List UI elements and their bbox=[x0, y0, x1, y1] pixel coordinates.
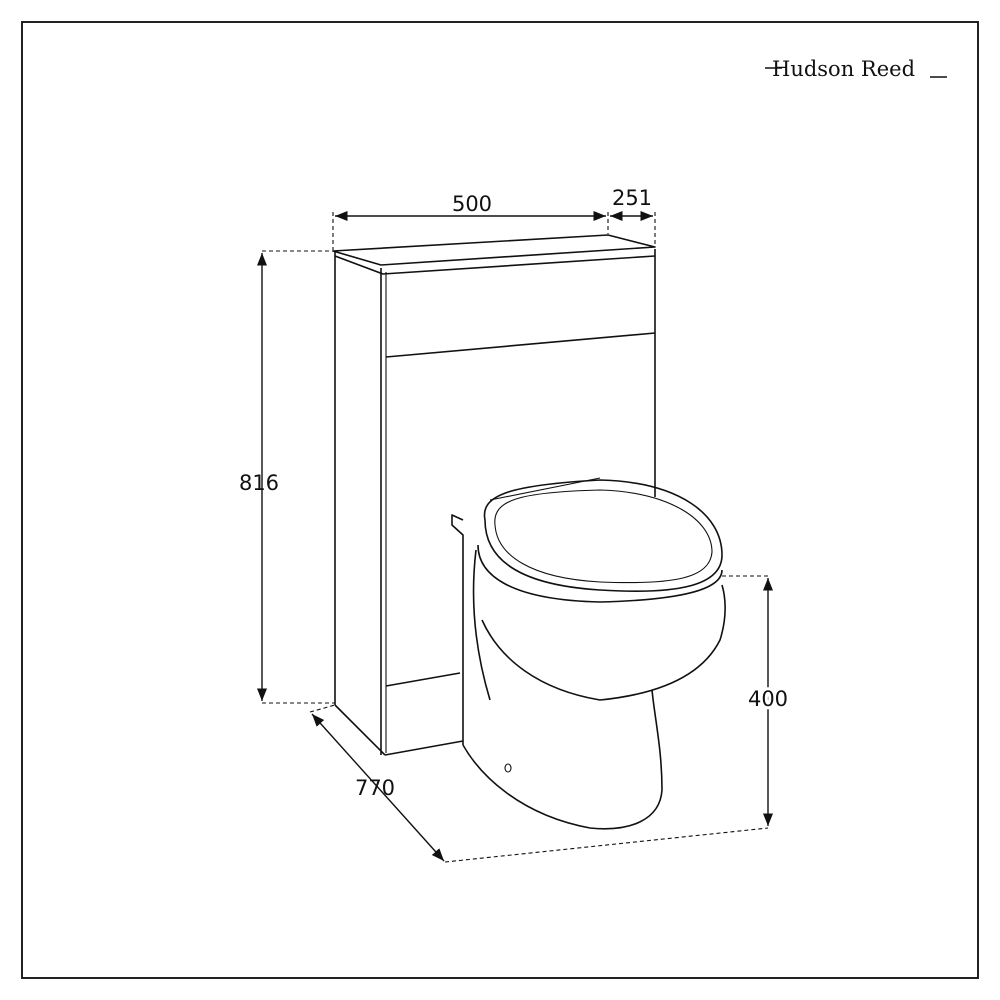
cabinet bbox=[332, 234, 656, 756]
toilet bbox=[451, 477, 726, 830]
projection-label: 770 bbox=[355, 776, 395, 800]
frame-border bbox=[21, 21, 979, 979]
logo-text: Hudson Reed bbox=[772, 57, 915, 81]
pan-height-label: 400 bbox=[748, 687, 788, 711]
width-label: 500 bbox=[452, 192, 492, 216]
hudson-reed-logo: Hudson Reed bbox=[765, 57, 947, 81]
height-label: 816 bbox=[239, 471, 279, 495]
depth-label: 251 bbox=[612, 186, 652, 210]
dimension-lines bbox=[256, 210, 774, 863]
